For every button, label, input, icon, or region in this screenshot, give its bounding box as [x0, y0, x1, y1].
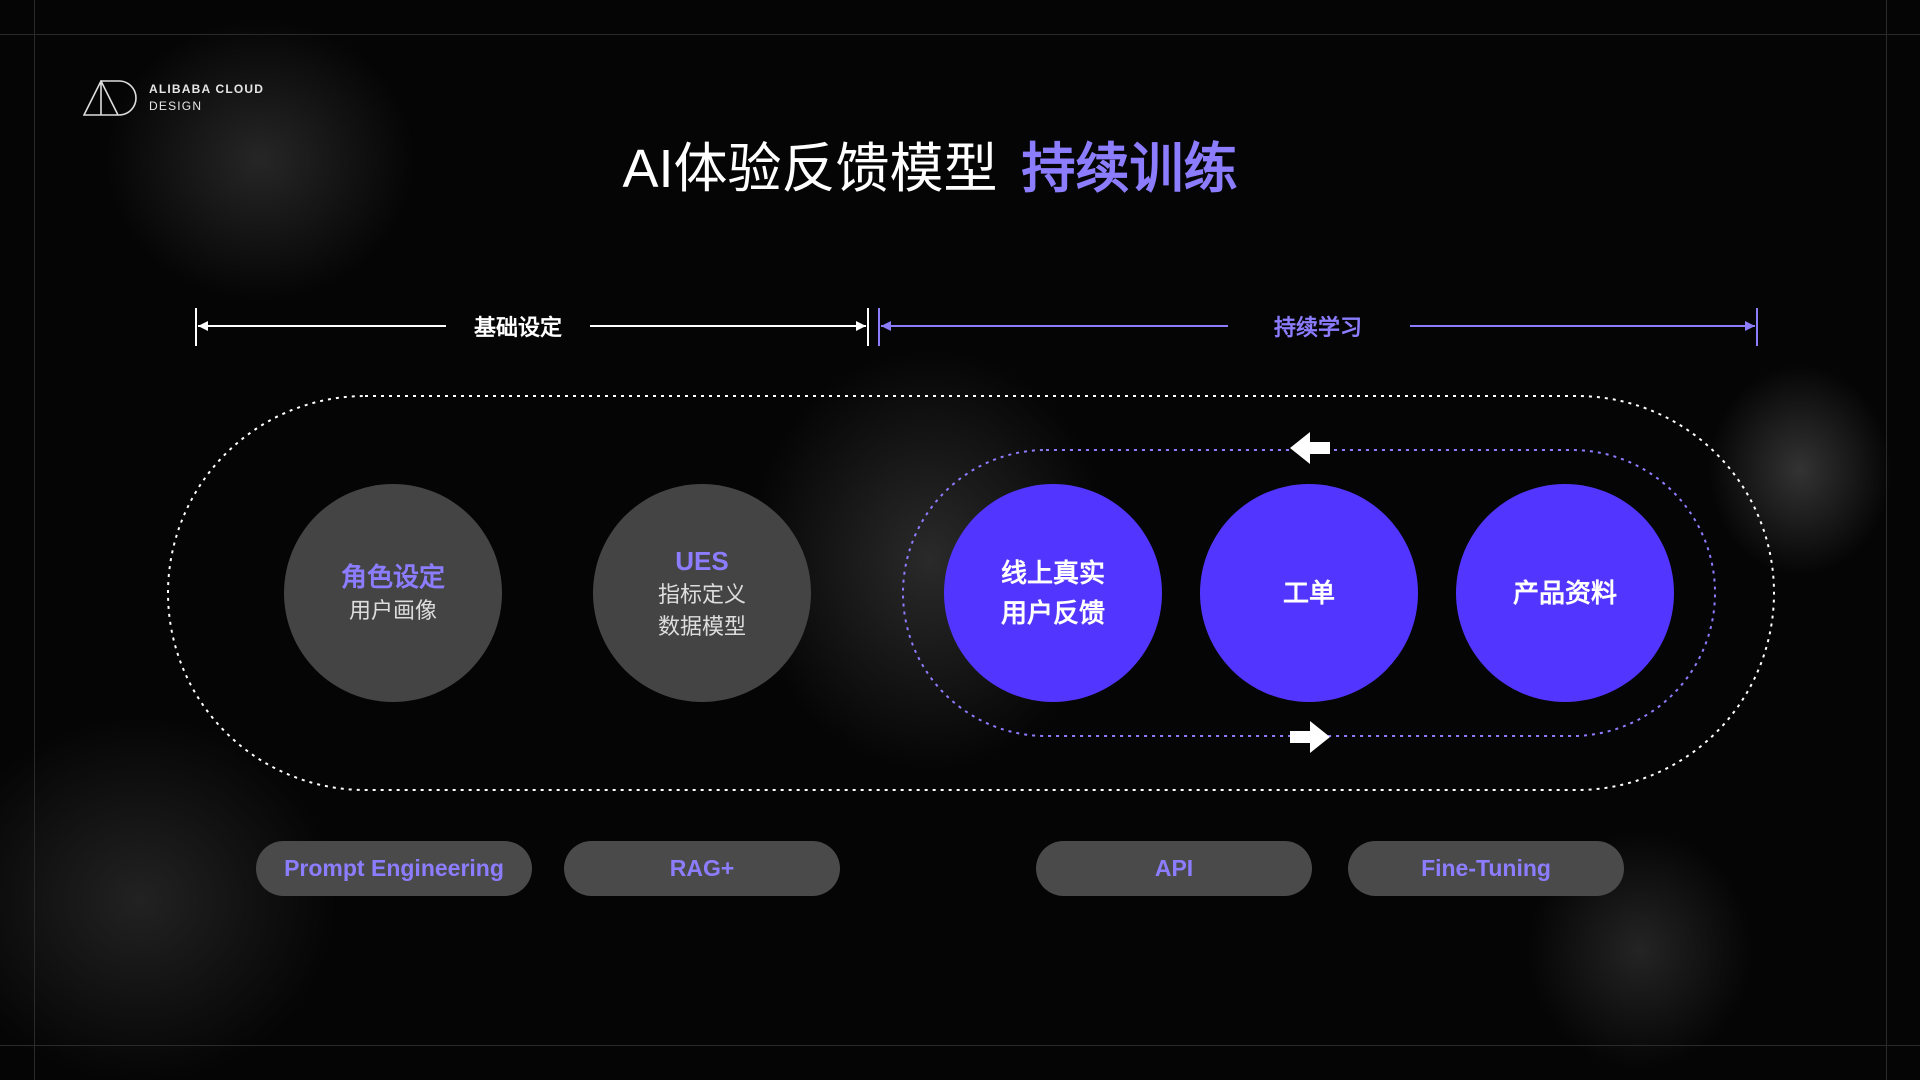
outer-loop-boundary: [167, 395, 1775, 791]
phase-learning-dimension: [878, 308, 1758, 346]
node-subtitle: 指标定义: [657, 582, 746, 607]
node-title: UES: [675, 546, 729, 576]
alibaba-cloud-design-logo-icon: [83, 80, 137, 116]
node-product-docs: 产品资料: [1456, 484, 1674, 702]
node-subtitle: 用户画像: [348, 598, 437, 623]
node-tickets: 工单: [1200, 484, 1418, 702]
guide-line: [34, 0, 35, 1080]
method-api: API: [1036, 841, 1312, 896]
brand-logo: ALIBABA CLOUD DESIGN: [83, 80, 264, 116]
arrow-right-icon: [1290, 721, 1330, 753]
node-title: 角色设定: [340, 562, 445, 592]
phase-label-learning: 持续学习: [1273, 315, 1363, 340]
method-rag: RAG+: [564, 841, 840, 896]
phase-label-basic: 基础设定: [473, 315, 563, 340]
node-ues: UES 指标定义 数据模型: [593, 484, 811, 702]
brand-name: ALIBABA CLOUD: [149, 82, 265, 96]
method-prompt-engineering: Prompt Engineering: [256, 841, 532, 896]
node-label: 工单: [1282, 578, 1335, 608]
node-role-setting: 角色设定 用户画像: [284, 484, 502, 702]
node-subtitle: 数据模型: [657, 614, 746, 639]
phase-basic-dimension: [195, 308, 869, 346]
guide-line: [0, 1045, 1920, 1046]
node-label: 用户反馈: [1000, 598, 1105, 628]
node-user-feedback: 线上真实 用户反馈: [944, 484, 1162, 702]
node-label: 产品资料: [1512, 578, 1617, 608]
method-fine-tuning: Fine-Tuning: [1348, 841, 1624, 896]
page-title: AI体验反馈模型持续训练: [0, 124, 1860, 203]
guide-line: [0, 34, 1920, 35]
brand-subtitle: DESIGN: [149, 99, 203, 113]
guide-line: [1886, 0, 1887, 1080]
title-highlight: 持续训练: [1021, 139, 1238, 199]
arrow-left-icon: [1290, 432, 1330, 464]
node-label: 线上真实: [1000, 558, 1105, 588]
title-main: AI体验反馈模型: [622, 139, 998, 199]
